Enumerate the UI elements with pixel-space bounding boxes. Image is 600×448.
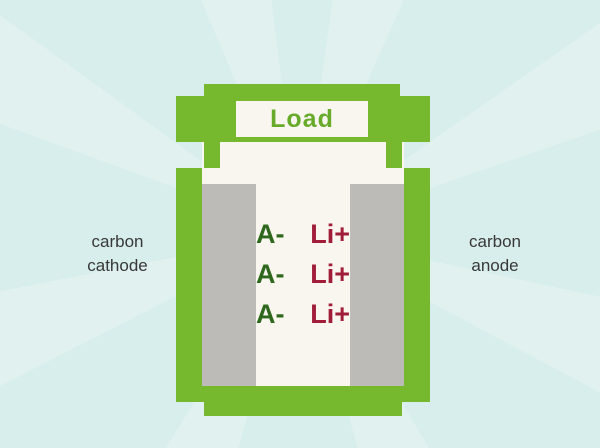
battery-bottom-foot [204,402,402,416]
battery-bottom [176,386,430,402]
cation-label: Li+ [310,218,350,249]
ion-row: A- Li+ [256,214,350,254]
anion-label: A- [256,258,285,289]
anion-label: A- [256,298,285,329]
battery-wall-right [404,168,430,386]
ion-row: A- Li+ [256,294,350,334]
battery-cap-tab-left [204,142,220,168]
anode-label: carbon anode [469,232,521,275]
battery-cap-tab-right [386,142,402,168]
cation-label: Li+ [310,298,350,329]
anode-electrode [350,184,404,386]
cathode-label: carbon cathode [87,232,148,275]
ion-row: A- Li+ [256,254,350,294]
anion-label: A- [256,218,285,249]
battery-cap-top [204,84,400,98]
cathode-electrode [202,184,256,386]
electrolyte-ions: A- Li+ A- Li+ A- Li+ [256,214,350,334]
battery-wall-left [176,168,202,386]
cation-label: Li+ [310,258,350,289]
load-box: Load [233,98,371,140]
load-label: Load [270,104,334,133]
